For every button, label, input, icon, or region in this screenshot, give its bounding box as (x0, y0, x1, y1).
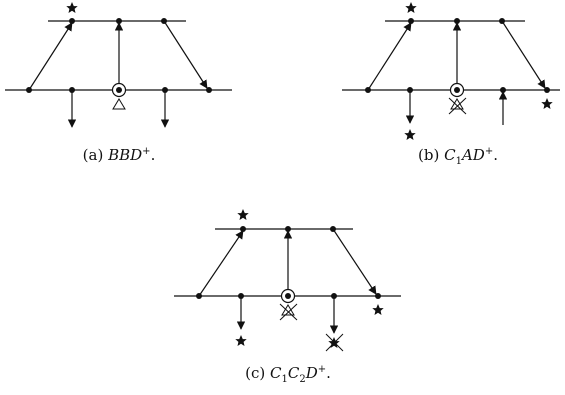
caption-c-sub-b: 2 (299, 374, 306, 385)
caption-a-italic: BBD (108, 146, 143, 164)
caption-c-sup: + (317, 364, 327, 375)
caption-c-italic-c: D (305, 364, 318, 382)
caption-b-sub: 1 (455, 156, 462, 167)
caption-c-label: (c) (245, 364, 266, 382)
diagram-a (5, 2, 232, 128)
caption-a-label: (a) (82, 146, 104, 164)
caption-b: (b) C1AD+. (418, 146, 498, 167)
caption-c-italic-a: C (269, 364, 282, 382)
diagram-b (342, 2, 560, 140)
caption-c-italic-b: C (287, 364, 300, 382)
caption-b-label: (b) (418, 146, 440, 164)
caption-a: (a) BBD+. (83, 146, 156, 164)
caption-a-sup: + (142, 146, 151, 157)
caption-c-sub-a: 1 (281, 374, 288, 385)
caption-c-tail: . (326, 364, 331, 382)
caption-c: (c) C1C2D+. (245, 364, 331, 385)
caption-a-tail: . (150, 146, 156, 164)
caption-b-tail: . (493, 146, 498, 164)
diagram-c (174, 209, 401, 351)
caption-b-italic-a: C (444, 146, 456, 164)
caption-b-sup: + (484, 146, 494, 157)
caption-b-italic-b: AD (461, 146, 485, 164)
